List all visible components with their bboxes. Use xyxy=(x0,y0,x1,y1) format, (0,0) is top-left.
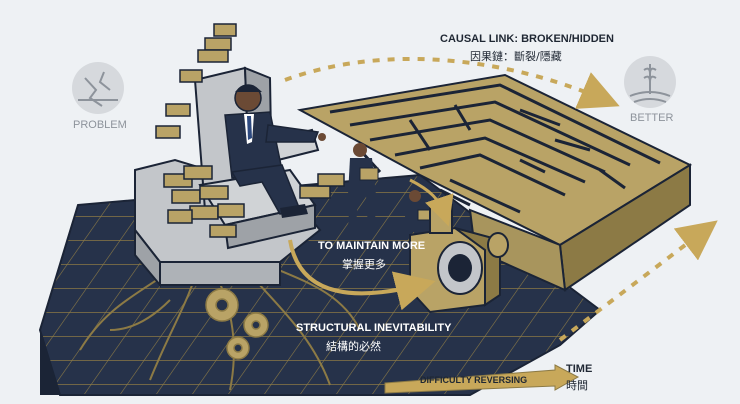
structural-label-cn: 結構的必然 xyxy=(326,340,381,353)
wheat-field-icon xyxy=(624,56,676,108)
gears xyxy=(205,288,269,360)
better-label: BETTER xyxy=(630,112,674,124)
problem-label: PROBLEM xyxy=(73,119,127,131)
time-arrow xyxy=(558,220,718,342)
small-workers xyxy=(348,143,433,232)
maintain-label: TO MAINTAIN MORE xyxy=(318,240,426,252)
businessman xyxy=(224,84,326,218)
flow-arrows xyxy=(288,178,454,311)
structural-label: STRUCTURAL INEVITABILITY xyxy=(296,322,452,334)
causal-link-label-cn: 因果鏈：斷裂/隱藏 xyxy=(470,50,562,63)
time-label: TIME xyxy=(566,363,593,375)
cracked-ground-icon xyxy=(72,62,124,114)
difficulty-label: DIFFICULTY REVERSING xyxy=(420,375,528,385)
time-label-cn: 時間 xyxy=(566,379,588,392)
maze-block xyxy=(296,73,693,292)
difficulty-arrow xyxy=(384,364,580,394)
gold-bars xyxy=(155,23,345,238)
maintain-label-cn: 掌握更多 xyxy=(342,258,386,271)
causal-link-label: CAUSAL LINK: BROKEN/HIDDEN xyxy=(440,33,614,45)
